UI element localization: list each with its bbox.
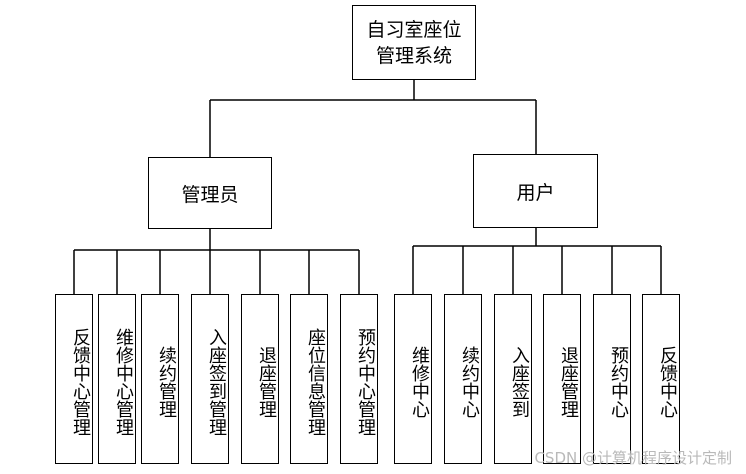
admin-leaf-checkout-mgmt: 退座管理 xyxy=(241,294,279,464)
admin-leaf-checkin-mgmt: 入座签到管理 xyxy=(191,294,229,464)
admin-leaf-booking-mgmt: 预约中心管理 xyxy=(340,294,378,464)
root-node: 自习室座位 管理系统 xyxy=(352,5,476,80)
admin-leaf-renewal-mgmt: 续约管理 xyxy=(141,294,179,464)
admin-leaf-feedback-mgmt: 反馈中心管理 xyxy=(55,294,93,464)
watermark-text: CSDN @计算机程序设计定制 xyxy=(534,449,732,467)
user-leaf-checkin: 入座签到 xyxy=(494,294,532,464)
user-node: 用户 xyxy=(473,154,598,228)
admin-leaf-seat-info-mgmt: 座位信息管理 xyxy=(290,294,328,464)
user-leaf-renewal-center: 续约中心 xyxy=(444,294,482,464)
admin-leaf-repair-mgmt: 维修中心管理 xyxy=(98,294,136,464)
user-leaf-checkout-mgmt: 退座管理 xyxy=(543,294,581,464)
user-leaf-repair-center: 维修中心 xyxy=(394,294,432,464)
user-leaf-feedback-center: 反馈中心 xyxy=(642,294,680,464)
user-leaf-booking-center: 预约中心 xyxy=(593,294,631,464)
admin-node: 管理员 xyxy=(148,157,272,229)
